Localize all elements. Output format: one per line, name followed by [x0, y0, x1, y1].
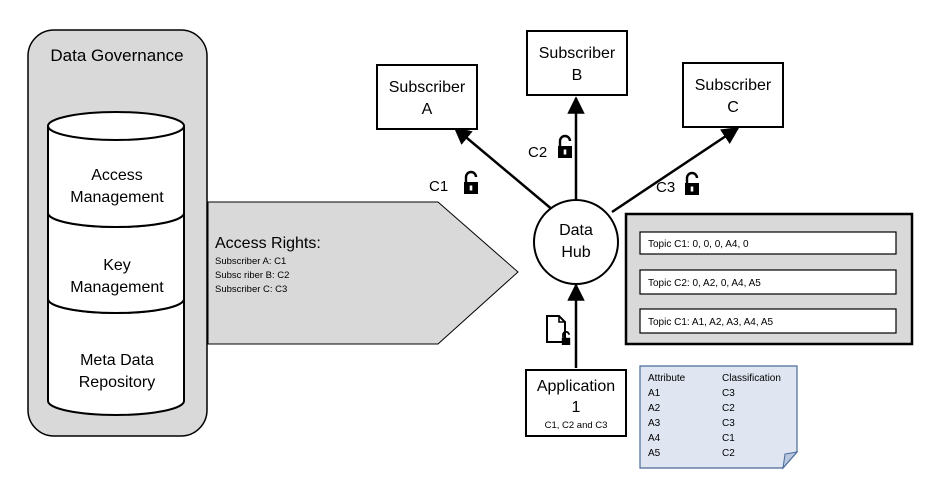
- lock-icon: [462, 170, 480, 196]
- classification-class-1: C3: [722, 388, 735, 399]
- lock-icon: [683, 171, 701, 197]
- classification-attr-1: A1: [648, 388, 661, 399]
- subscriber-b-label-1: Subscriber: [539, 45, 616, 62]
- classification-attr-3: A3: [648, 418, 661, 429]
- access-rights-title: Access Rights:: [215, 235, 321, 252]
- application-channels: C1, C2 and C3: [545, 420, 608, 431]
- governance-title: Data Governance: [50, 46, 183, 65]
- classification-class-5: C2: [722, 448, 735, 459]
- classification-class-3: C3: [722, 418, 735, 429]
- classification-class-2: C2: [722, 403, 735, 414]
- access-rights-arrow: Access Rights: Subscriber A: C1 Subsc ri…: [207, 201, 519, 345]
- subscriber-b-label-2: B: [572, 67, 583, 84]
- meta-data-label-2: Repository: [79, 374, 155, 391]
- hub-to-subscriber-a-arrow: [453, 126, 561, 217]
- topics-panel: Topic C1: 0, 0, 0, A4, 0 Topic C2: 0, A2…: [624, 212, 914, 346]
- topic-row-3-label: Topic C1: A1, A2, A3, A4, A5: [648, 317, 774, 328]
- lock-icon: [556, 134, 574, 160]
- hub-label-1: Data: [559, 222, 593, 239]
- key-management-label-2: Management: [70, 279, 164, 296]
- access-rights-line-2: Subsc riber B: C2: [215, 270, 289, 281]
- access-management-cylinder: Access Management: [47, 111, 185, 228]
- connectors: [453, 96, 740, 368]
- application-label-2: 1: [572, 399, 581, 416]
- locked-document-icon: [546, 315, 571, 345]
- hub-label-2: Hub: [561, 244, 590, 261]
- subscriber-a-label-1: Subscriber: [389, 79, 466, 96]
- data-governance-panel: Data Governance Meta Data Repository Key…: [27, 29, 208, 437]
- classification-note: Attribute Classification A1 C3 A2 C2 A3 …: [639, 365, 799, 470]
- application-label-1: Application: [537, 378, 615, 395]
- classification-attr-4: A4: [648, 433, 661, 444]
- topic-row: [639, 231, 897, 255]
- channel-c1-label: C1: [429, 178, 448, 195]
- data-hub-circle: Data Hub: [533, 199, 619, 285]
- access-management-label-1: Access: [91, 167, 143, 184]
- subscriber-c-box: Subscriber C: [682, 62, 784, 128]
- topic-row-2-label: Topic C2: 0, A2, 0, A4, A5: [648, 278, 761, 289]
- access-rights-line-1: Subscriber A: C1: [215, 256, 286, 267]
- meta-data-label-1: Meta Data: [80, 352, 154, 369]
- subscriber-a-box: Subscriber A: [376, 64, 478, 130]
- hub-to-subscriber-c-arrow: [611, 126, 740, 214]
- classification-attr-2: A2: [648, 403, 661, 414]
- application-box: Application 1 C1, C2 and C3: [525, 369, 627, 437]
- access-management-label-2: Management: [70, 189, 164, 206]
- classification-header-class: Classification: [722, 373, 781, 384]
- channel-c3-label: C3: [656, 179, 675, 196]
- topic-row-1-label: Topic C1: 0, 0, 0, A4, 0: [648, 239, 749, 250]
- subscriber-c-label-1: Subscriber: [695, 77, 772, 94]
- classification-header-attribute: Attribute: [648, 373, 686, 384]
- channel-c2-label: C2: [528, 144, 547, 161]
- classification-class-4: C1: [722, 433, 735, 444]
- topic-row: [639, 308, 897, 334]
- subscriber-c-label-2: C: [727, 99, 739, 116]
- classification-attr-5: A5: [648, 448, 661, 459]
- topic-row: [639, 269, 897, 295]
- subscriber-a-label-2: A: [422, 101, 433, 118]
- key-management-label-1: Key: [103, 257, 131, 274]
- access-rights-line-3: Subscriber C: C3: [215, 284, 287, 295]
- subscriber-b-box: Subscriber B: [526, 30, 628, 96]
